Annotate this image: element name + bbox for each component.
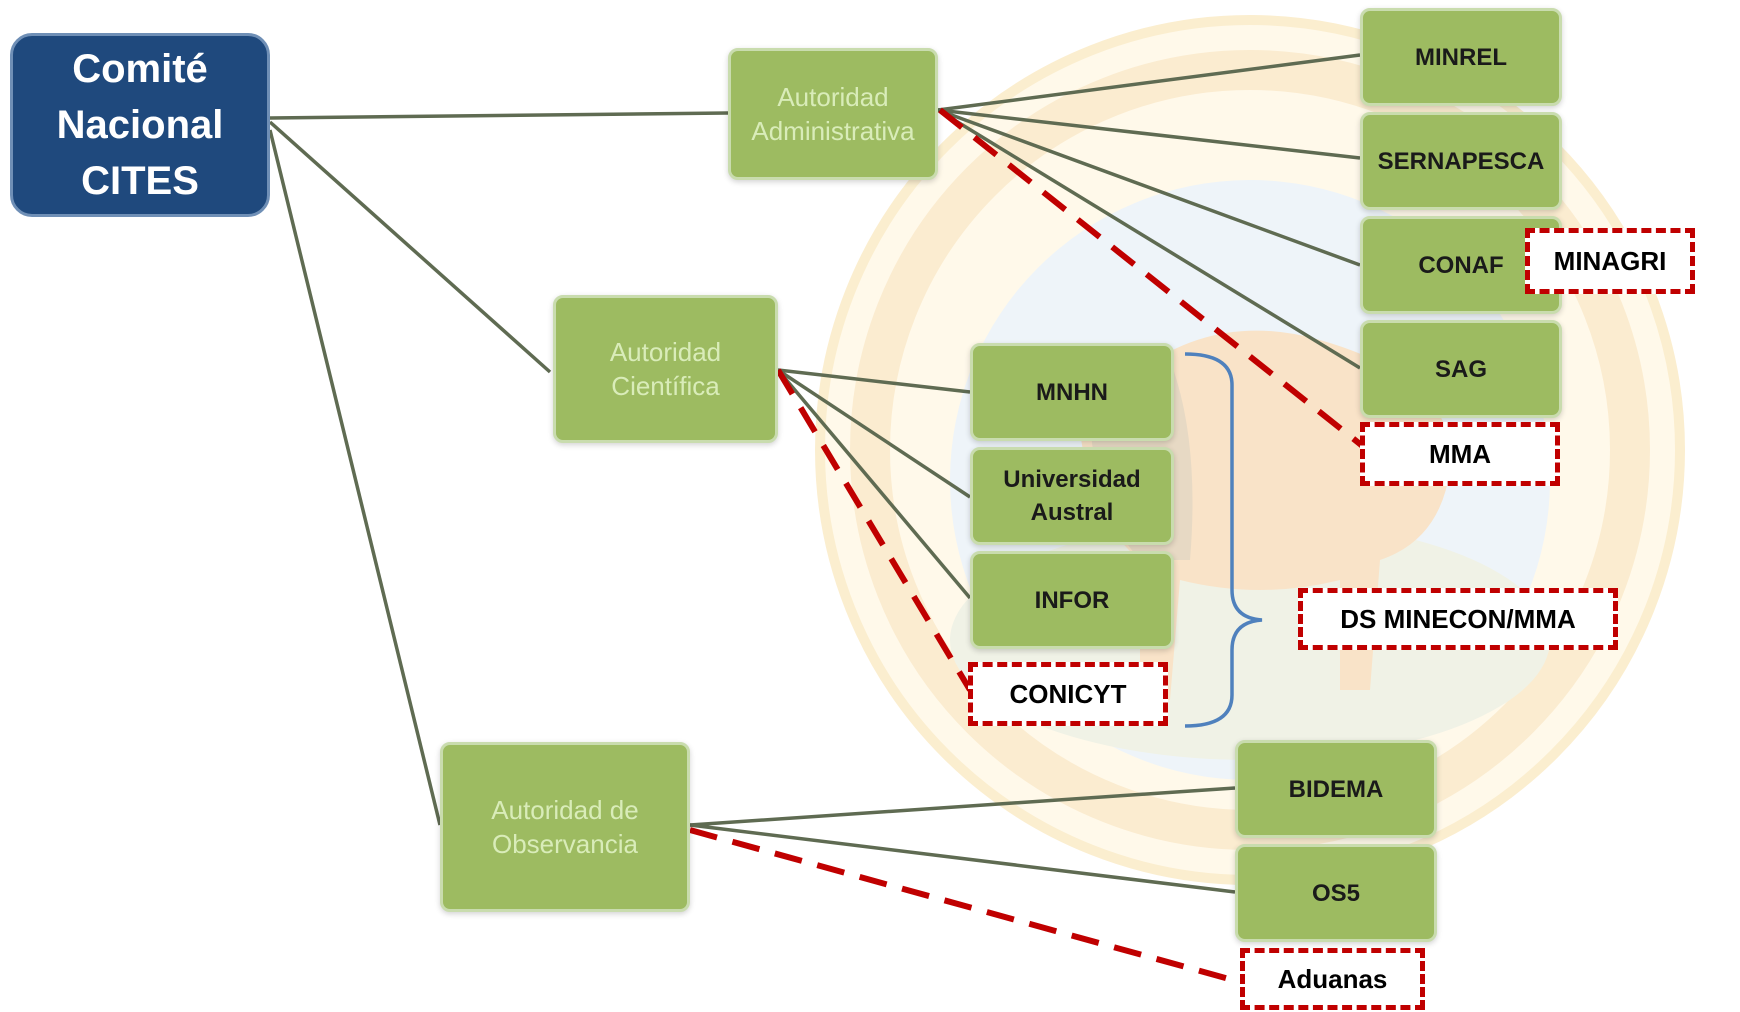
- connector-admin-sernapesca: [937, 108, 1361, 160]
- label-minagri: MINAGRI: [1553, 245, 1667, 276]
- label-aduanas: Aduanas: [1277, 963, 1388, 994]
- proposed-line-conicyt: [775, 368, 973, 692]
- node-infor: INFOR: [970, 551, 1174, 649]
- node-minrel: MINREL: [1360, 8, 1562, 106]
- brace-bracket: [1184, 352, 1263, 728]
- node-sernapesca: SERNAPESCA: [1360, 112, 1562, 210]
- label-conaf: CONAF: [1418, 251, 1504, 279]
- proposed-ds-minecon-mma: DS MINECON/MMA: [1298, 588, 1618, 650]
- label-infor: INFOR: [1034, 586, 1110, 614]
- node-autoridad-observancia: Autoridad de Observancia: [440, 742, 690, 912]
- connector-cient-mnhn: [777, 368, 971, 394]
- label-ds-minecon-mma: DS MINECON/MMA: [1340, 603, 1576, 634]
- root-comite-cites: Comité Nacional CITES: [10, 33, 270, 217]
- connector-cient-austral: [777, 368, 971, 499]
- connector-root-observancia: [268, 129, 442, 826]
- node-autoridad-administrativa: Autoridad Administrativa: [728, 48, 938, 180]
- node-sag: SAG: [1360, 320, 1562, 418]
- proposed-mma: MMA: [1360, 422, 1560, 486]
- proposed-line-aduanas: [689, 827, 1241, 985]
- connector-root-administrativa: [269, 111, 729, 120]
- proposed-conicyt: CONICYT: [968, 662, 1168, 726]
- label-autoridad-administrativa: Autoridad Administrativa: [751, 82, 915, 146]
- label-mnhn: MNHN: [1036, 378, 1108, 406]
- label-bidema: BIDEMA: [1288, 775, 1384, 803]
- connector-admin-conaf: [937, 108, 1361, 267]
- label-sag: SAG: [1434, 355, 1487, 383]
- label-universidad-austral: Universidad Austral: [1003, 466, 1141, 526]
- node-bidema: BIDEMA: [1235, 740, 1437, 838]
- node-universidad-austral: Universidad Austral: [970, 447, 1174, 545]
- connector-root-cientifica: [268, 120, 552, 374]
- connector-obs-os5: [689, 823, 1236, 894]
- label-conicyt: CONICYT: [1009, 678, 1127, 709]
- label-os5: OS5: [1311, 879, 1361, 907]
- label-autoridad-cientifica: Autoridad Científica: [609, 337, 722, 401]
- connector-obs-bidema: [689, 786, 1236, 827]
- connector-admin-sag: [937, 108, 1361, 370]
- node-mnhn: MNHN: [970, 343, 1174, 441]
- label-autoridad-observancia: Autoridad de Observancia: [491, 795, 639, 859]
- label-minrel: MINREL: [1415, 43, 1507, 71]
- node-autoridad-cientifica: Autoridad Científica: [553, 295, 778, 443]
- proposed-line-mma: [938, 107, 1367, 451]
- label-sernapesca: SERNAPESCA: [1377, 147, 1545, 175]
- label-mma: MMA: [1428, 438, 1492, 469]
- connector-admin-minrel: [937, 53, 1361, 112]
- proposed-minagri: MINAGRI: [1525, 228, 1695, 294]
- connector-cient-infor: [776, 368, 972, 600]
- proposed-aduanas: Aduanas: [1240, 948, 1425, 1010]
- node-os5: OS5: [1235, 844, 1437, 942]
